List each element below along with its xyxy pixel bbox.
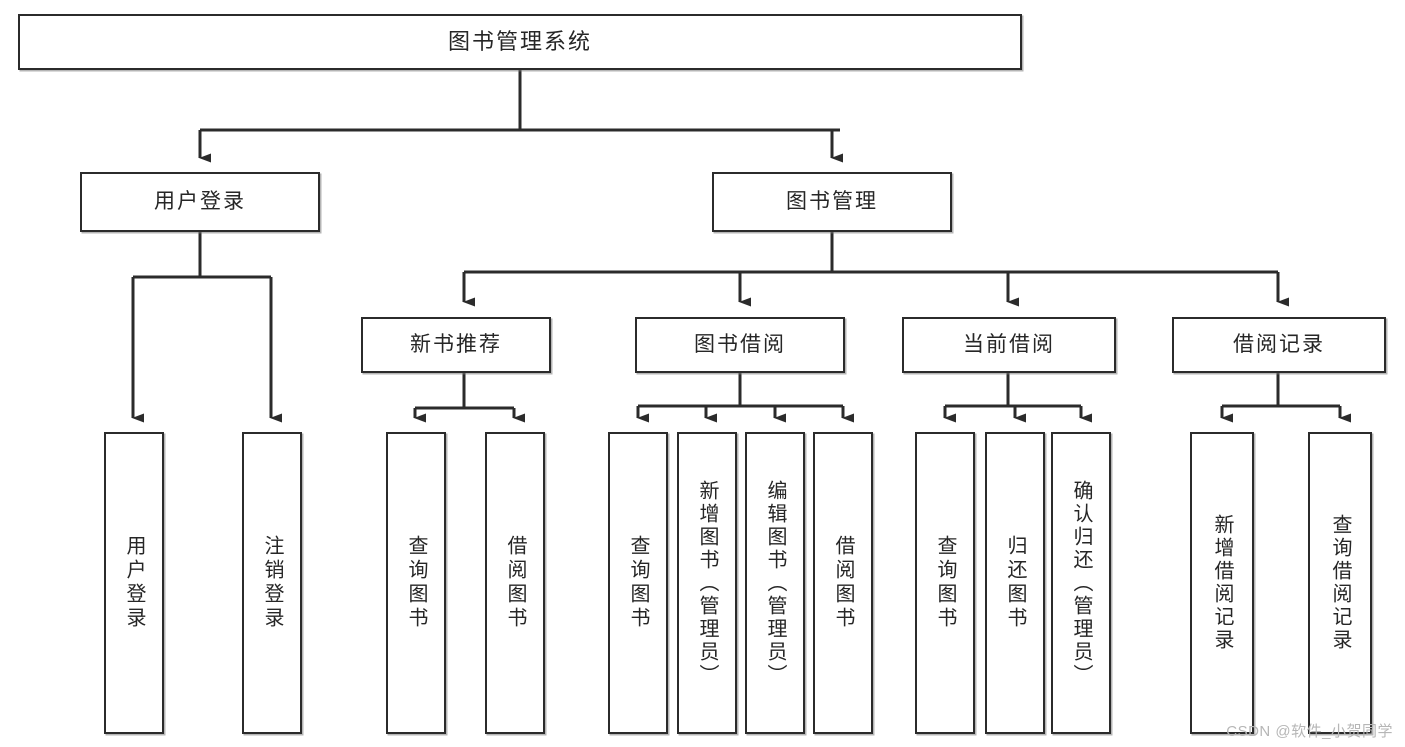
node-label: 用户登录 [123, 535, 145, 631]
node-label: 借阅图书 [832, 535, 854, 631]
node-label: 查询图书 [405, 535, 427, 631]
node-label: 新增借阅记录 [1211, 514, 1233, 652]
node-book-borrow[interactable]: 图书借阅 [635, 317, 845, 373]
leaf-query-borrow-record[interactable]: 查询借阅记录 [1308, 432, 1372, 734]
node-new-book-recommend[interactable]: 新书推荐 [361, 317, 551, 373]
node-root-system[interactable]: 图书管理系统 [18, 14, 1022, 70]
leaf-query-book-current[interactable]: 查询图书 [915, 432, 975, 734]
node-book-management[interactable]: 图书管理 [712, 172, 952, 232]
node-label: 图书管理系统 [447, 29, 592, 55]
node-label: 借阅图书 [504, 535, 526, 631]
node-label: 确认归还（管理员） [1070, 479, 1092, 687]
node-label: 查询图书 [627, 535, 649, 631]
node-label: 图书借阅 [694, 332, 786, 356]
csdn-watermark: CSDN @软件_小贺同学 [1226, 723, 1393, 740]
leaf-user-login[interactable]: 用户登录 [104, 432, 164, 734]
leaf-edit-book-admin[interactable]: 编辑图书（管理员） [745, 432, 805, 734]
node-borrow-record[interactable]: 借阅记录 [1172, 317, 1386, 373]
node-label: 借阅记录 [1233, 332, 1325, 356]
node-label: 查询借阅记录 [1329, 514, 1351, 652]
node-user-login[interactable]: 用户登录 [80, 172, 320, 232]
node-label: 图书管理 [786, 189, 878, 213]
leaf-return-book[interactable]: 归还图书 [985, 432, 1045, 734]
leaf-borrow-book-new[interactable]: 借阅图书 [485, 432, 545, 734]
node-label: 用户登录 [154, 189, 246, 213]
node-label: 编辑图书（管理员） [764, 479, 786, 687]
leaf-borrow-book[interactable]: 借阅图书 [813, 432, 873, 734]
node-label: 归还图书 [1004, 535, 1026, 631]
leaf-confirm-return-admin[interactable]: 确认归还（管理员） [1051, 432, 1111, 734]
leaf-add-book-admin[interactable]: 新增图书（管理员） [677, 432, 737, 734]
leaf-logout[interactable]: 注销登录 [242, 432, 302, 734]
node-label: 新书推荐 [410, 332, 502, 356]
leaf-query-book-borrow[interactable]: 查询图书 [608, 432, 668, 734]
leaf-query-book-new[interactable]: 查询图书 [386, 432, 446, 734]
node-label: 查询图书 [934, 535, 956, 631]
node-label: 当前借阅 [963, 332, 1055, 356]
leaf-add-borrow-record[interactable]: 新增借阅记录 [1190, 432, 1254, 734]
node-label: 新增图书（管理员） [696, 479, 718, 687]
node-current-borrow[interactable]: 当前借阅 [902, 317, 1116, 373]
node-label: 注销登录 [261, 535, 283, 631]
